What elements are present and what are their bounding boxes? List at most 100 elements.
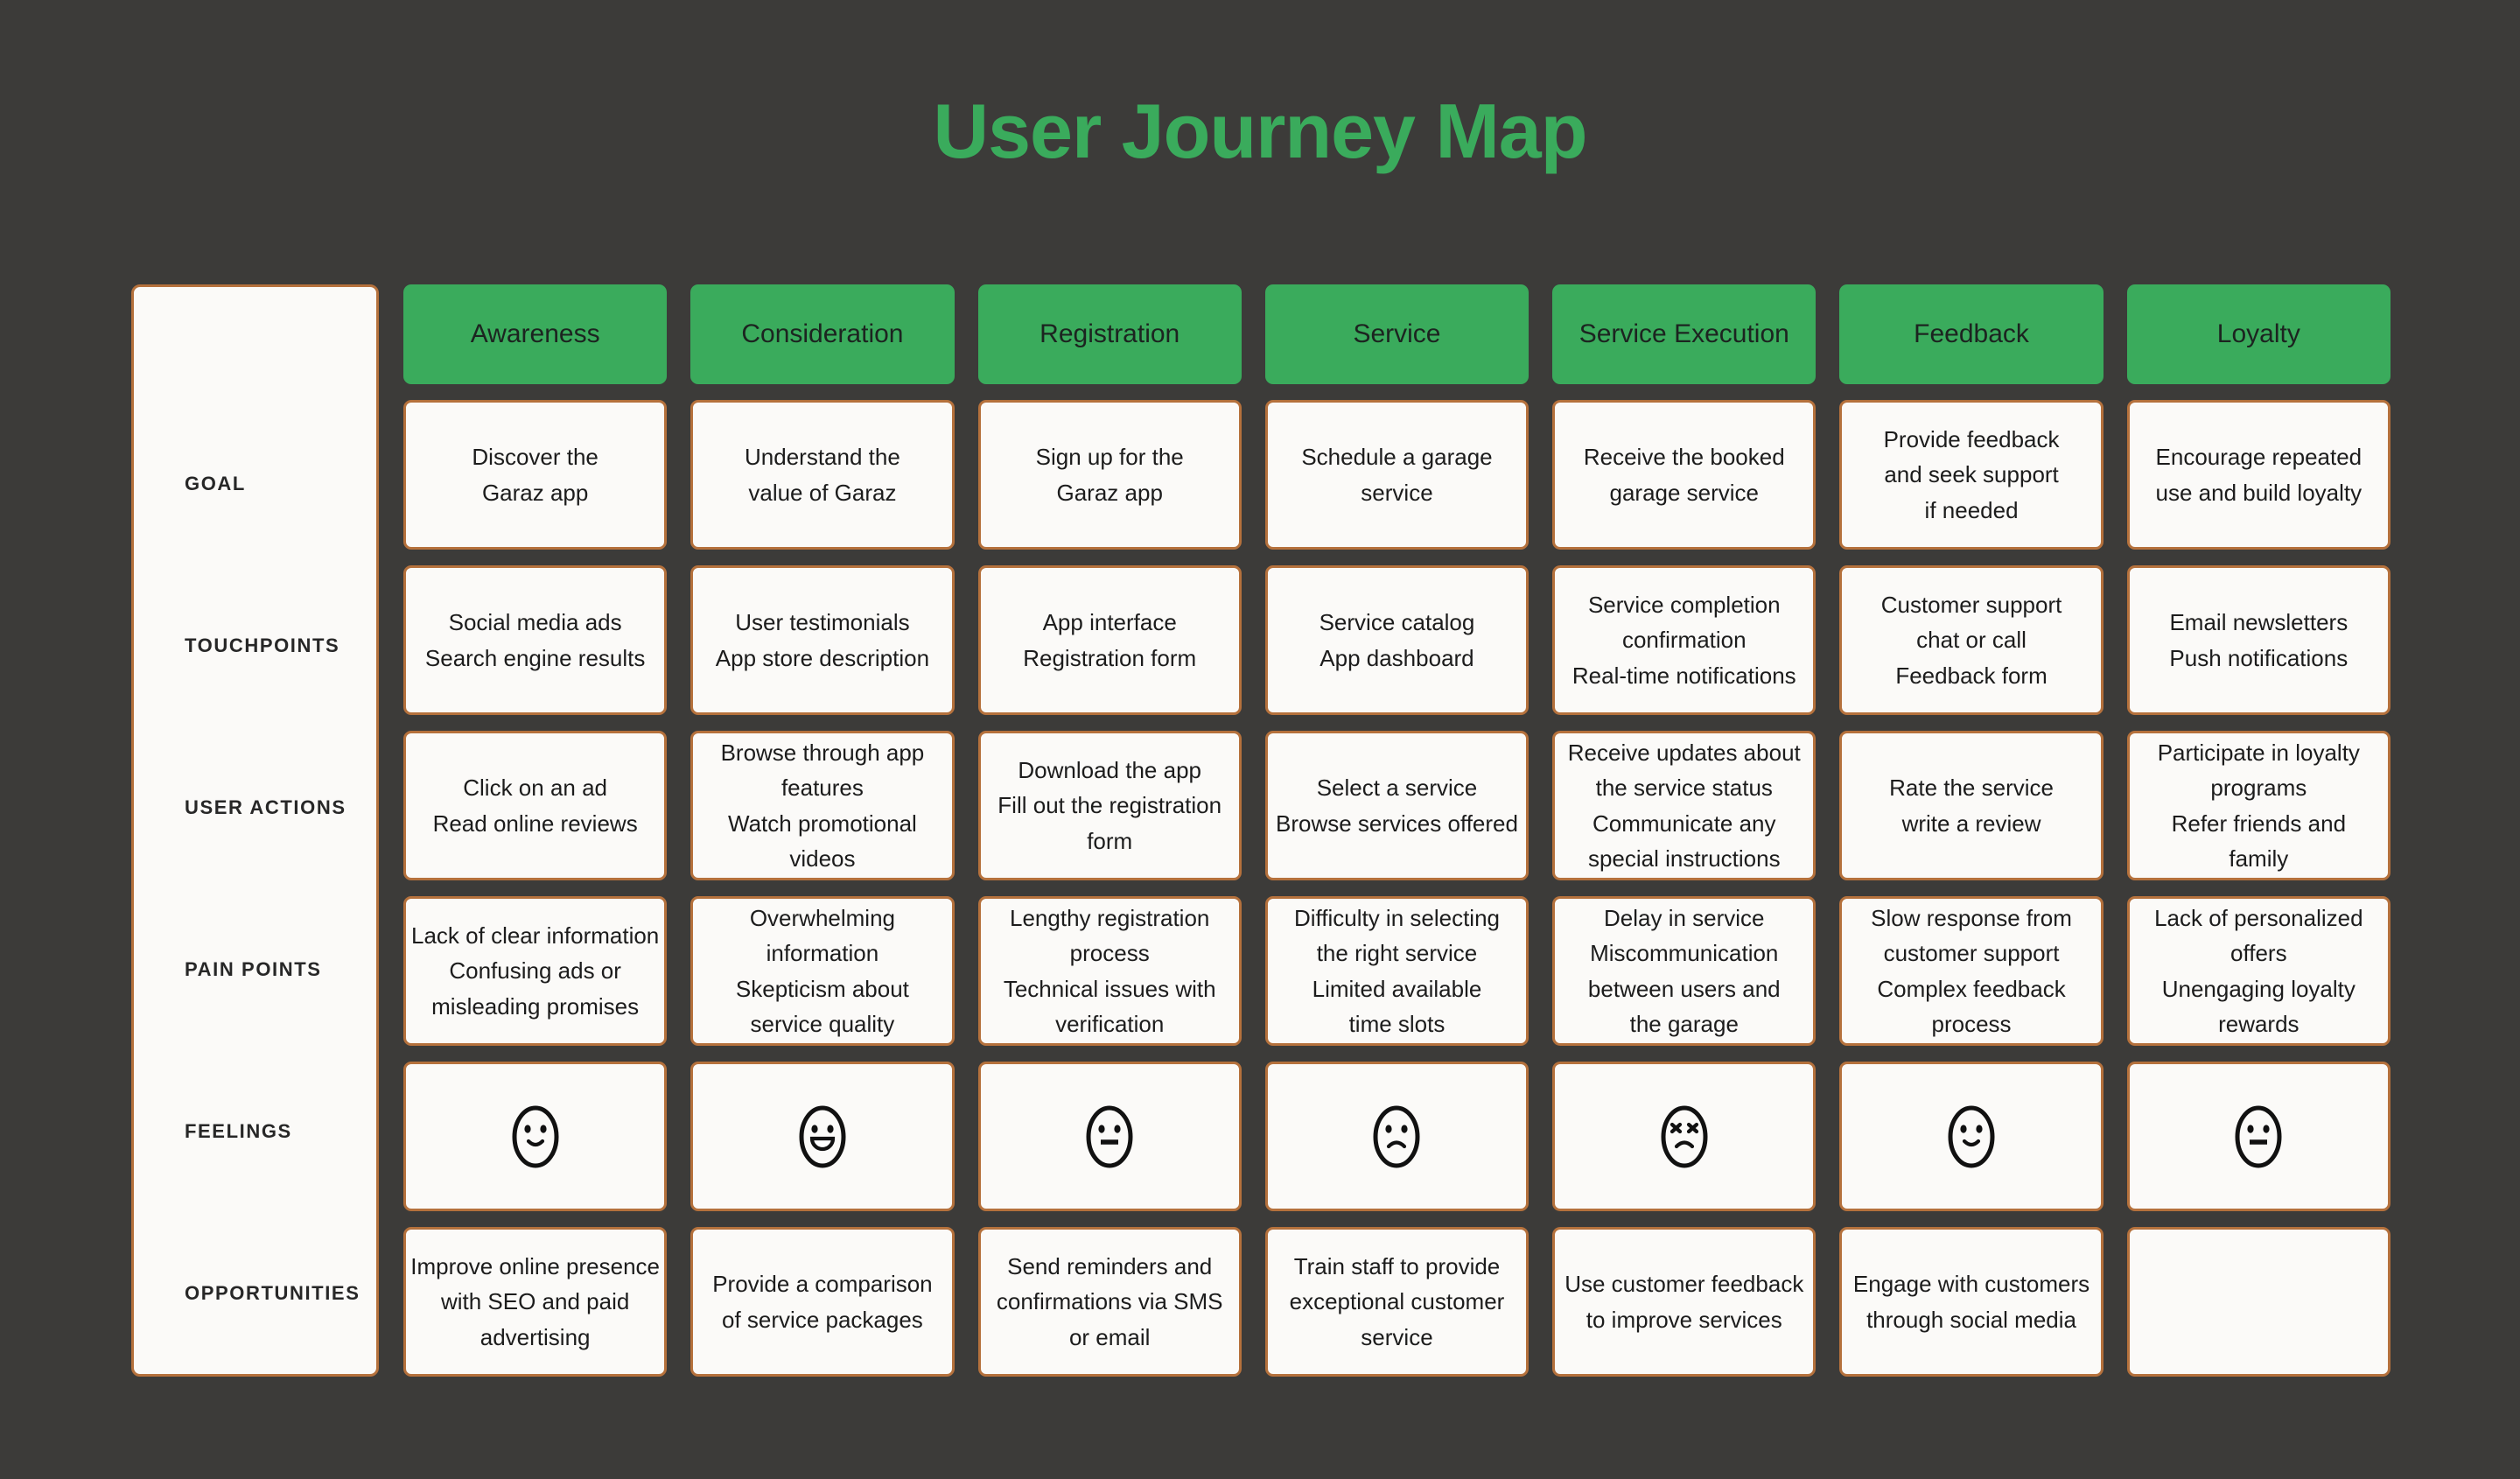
cell-text-line: confirmation (1621, 627, 1746, 654)
cell-text-line: Engage with customers (1852, 1271, 2090, 1298)
cell-text-line: Social media ads (448, 609, 622, 636)
cell-text-line: Click on an ad (463, 775, 608, 802)
cell-text-line: Unengaging loyalty (2161, 975, 2356, 1002)
cell-text-line: verification (1055, 1010, 1165, 1037)
cell-opportunities-loyalty[interactable] (2126, 1227, 2390, 1377)
stage-header-awareness[interactable]: Awareness (403, 284, 668, 384)
cell-text-line: special instructions (1587, 845, 1781, 872)
cell-text-line: confirmations via SMS (996, 1288, 1223, 1315)
cell-text-line: Provide feedback (1883, 426, 2060, 453)
cell-feelings-consideration[interactable] (690, 1062, 955, 1211)
cell-text-line: App store description (715, 644, 930, 671)
cell-text-line: Encourage repeated (2155, 444, 2362, 471)
cell-feelings-awareness[interactable] (403, 1062, 668, 1211)
cell-text-line: Lengthy registration (1010, 904, 1210, 931)
cell-text-line: service quality (750, 1010, 895, 1037)
cell-text-line: Participate in loyalty (2157, 739, 2360, 766)
stage-header-loyalty[interactable]: Loyalty (2126, 284, 2390, 384)
page-title: User Journey Map (933, 88, 1588, 174)
row-label-feelings: FEELINGS (185, 1119, 292, 1142)
cell-text-line: Overwhelming (749, 904, 895, 931)
cell-text-line: Skepticism about (735, 975, 909, 1002)
stage-header-feedback[interactable]: Feedback (1839, 284, 2104, 384)
row-label-goal: GOAL (185, 472, 246, 494)
cell-text-line: videos (789, 845, 856, 872)
stage-header-service[interactable]: Service (1264, 284, 1530, 384)
cell-text-line: Browse services offered (1275, 810, 1518, 837)
cell-feelings-loyalty[interactable] (2126, 1062, 2390, 1211)
stage-header-service-execution[interactable]: Service Execution (1552, 284, 1816, 384)
cell-feelings-feedback[interactable] (1839, 1062, 2104, 1211)
cell-text-line: or email (1068, 1323, 1151, 1350)
cell-text-line: the service status (1595, 775, 1773, 802)
cell-text-line: value of Garaz (748, 479, 897, 506)
cell-text-line: Select a service (1316, 775, 1478, 802)
cell-text-line: advertising (480, 1323, 591, 1350)
cell-text-line: Fill out the registration (998, 792, 1222, 819)
cell-feelings-service[interactable] (1264, 1062, 1530, 1211)
stage-header-consideration[interactable]: Consideration (690, 284, 955, 384)
cell-text-line: chat or call (1916, 627, 2026, 654)
cell-text-line: between users and (1587, 975, 1781, 1002)
cell-text-line: family (2229, 845, 2289, 872)
cell-text-line: Garaz app (481, 479, 589, 506)
neutral-face-icon (2225, 1100, 2292, 1174)
cell-text-line: Rate the service (1889, 775, 2054, 802)
cell-feelings-service-execution[interactable] (1552, 1062, 1816, 1211)
cell-text-line: Sign up for the (1035, 444, 1184, 471)
cell-feelings-registration[interactable] (977, 1062, 1242, 1211)
stage-header-registration[interactable]: Registration (977, 284, 1242, 384)
frowning-face-icon (1363, 1100, 1430, 1174)
cell-text-line: Communicate any (1592, 810, 1776, 837)
